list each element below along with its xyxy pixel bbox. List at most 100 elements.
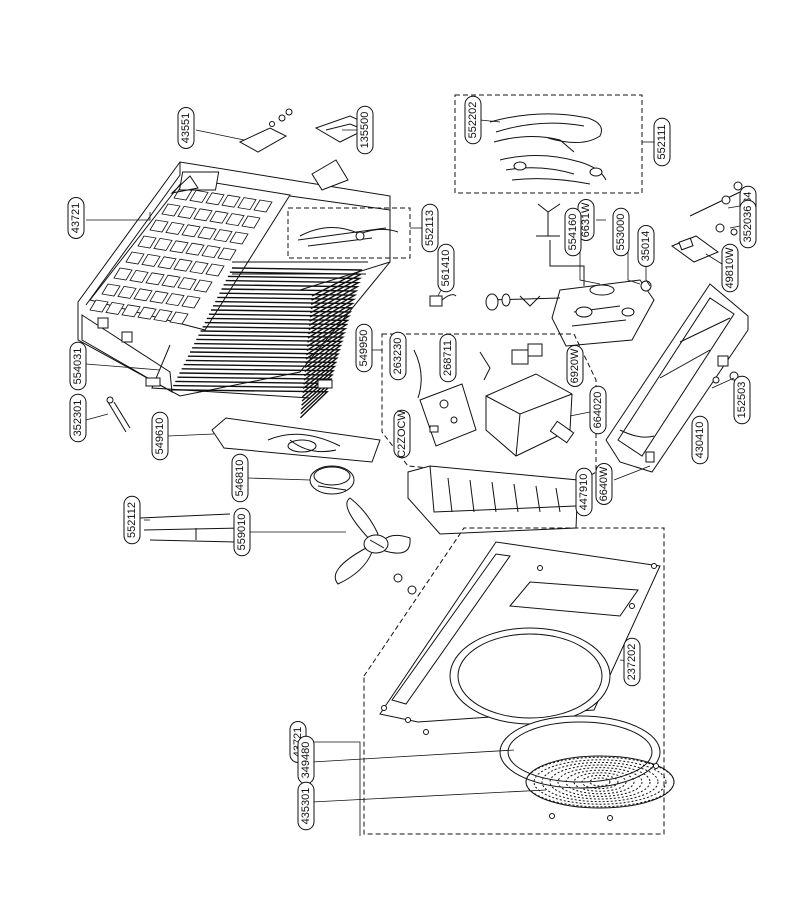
callout-pill: [575, 467, 593, 517]
callout-pill: [439, 333, 457, 383]
callout-pill: [421, 203, 439, 253]
part-callout-349480: 349480: [297, 735, 315, 785]
part-callout-430410: 430410: [691, 415, 709, 465]
part-callout-552112: 552112: [123, 495, 141, 545]
callout-label: 268711: [442, 340, 454, 376]
part-callout-237202: 237202: [623, 637, 641, 687]
callout-pill: [612, 207, 630, 257]
callout-label: 237202: [626, 644, 638, 681]
callout-label: 552111: [656, 124, 668, 159]
part-callout-263230: 263230: [389, 331, 407, 381]
callout-pill: [653, 117, 671, 167]
callout-label: 554031: [72, 348, 84, 385]
expansion-valve: [536, 203, 561, 237]
callout-pill: [233, 507, 251, 557]
callout-pill: [393, 409, 411, 459]
part-callout-561410: 561410: [437, 243, 455, 293]
callout-label: 6640W: [598, 466, 610, 501]
front-cabinet: [379, 541, 661, 725]
front-grille: [89, 177, 291, 331]
part-callout-552113: 552113: [421, 203, 439, 253]
side-bracket: [311, 159, 349, 191]
part-callout-6640: 6640W: [595, 463, 613, 505]
callout-label: 6631W: [580, 202, 592, 237]
callout-pill: [67, 197, 85, 239]
callout-label: 43551: [180, 113, 192, 144]
part-callout-152503: 152503: [733, 375, 751, 425]
callout-label: 435301: [300, 788, 312, 825]
motor-bracket: [211, 417, 381, 463]
right-side-panel: [605, 283, 749, 473]
callout-label: 349480: [300, 742, 312, 779]
callout-pill: [356, 105, 374, 155]
part-callout-549950: 549950: [355, 323, 373, 373]
callout-pill: [637, 225, 655, 267]
part-callout-554160: 554160: [564, 207, 582, 257]
callout-label: 664020: [592, 392, 604, 429]
reversing-valve-assembly: [287, 207, 411, 259]
callout-pill: [691, 415, 709, 465]
base-pan: [407, 465, 579, 535]
callout-pill: [123, 495, 141, 545]
callout-pill: [177, 107, 195, 149]
right-fittings: [670, 181, 743, 263]
part-callout-553000: 553000: [612, 207, 630, 257]
part-callout-49810: 49810W: [721, 243, 739, 293]
callout-label: 559010: [236, 514, 248, 551]
control-enclosure: [485, 373, 573, 457]
drain-pipe: [139, 513, 243, 543]
callout-pill: [564, 207, 582, 257]
callout-pill: [389, 331, 407, 381]
callout-pill: [69, 393, 87, 443]
callout-pill: [595, 463, 613, 505]
callout-label: 35014: [640, 231, 652, 262]
callout-label: 430410: [694, 422, 706, 459]
part-callout-352301: 352301: [69, 393, 87, 443]
part-callout-552111: 552111: [653, 117, 671, 167]
callout-label: 561410: [440, 250, 452, 287]
callout-label: 552202: [467, 102, 479, 139]
callout-pill: [739, 199, 757, 249]
top-bracket: [238, 108, 293, 153]
callout-pill: [355, 323, 373, 373]
wire-harness: [413, 349, 491, 399]
callout-pill: [721, 243, 739, 293]
callout-label: 49810W: [724, 247, 736, 289]
part-callout-268711: 268711: [439, 333, 457, 383]
callout-label: 552112: [126, 502, 138, 538]
four-way-valve: [551, 279, 655, 347]
fan-guard: [525, 755, 675, 809]
callout-pill: [151, 411, 169, 461]
grille-ring: [499, 715, 661, 789]
callout-label: 352301: [72, 400, 84, 437]
terminal-block: [549, 420, 575, 444]
part-callout-546810: 546810: [231, 453, 249, 503]
callout-label: 549950: [358, 330, 370, 367]
callout-label: 263230: [392, 338, 404, 375]
part-callout-549610: 549610: [151, 411, 169, 461]
callout-pill: [69, 341, 87, 391]
callout-label: 553000: [615, 214, 627, 251]
part-callout-664020: 664020: [589, 385, 607, 435]
part-callout-435301: 435301: [297, 781, 315, 831]
callout-pill: [437, 243, 455, 293]
part-callout-559010: 559010: [233, 507, 251, 557]
callout-pill: [231, 453, 249, 503]
callout-label: 352036: [742, 206, 754, 243]
clip-tool: [106, 396, 131, 433]
callout-label: 546810: [234, 460, 246, 497]
service-valve-group: [485, 293, 561, 311]
part-callout-554031: 554031: [69, 341, 87, 391]
callout-pill: [623, 637, 641, 687]
fan-propeller: [334, 497, 417, 595]
callout-label: 43721: [70, 203, 82, 234]
callout-label: 6920W: [569, 348, 581, 383]
part-callout-43721a: 43721: [67, 197, 85, 239]
part-callout-447910: 447910: [575, 467, 593, 517]
callout-pill: [297, 781, 315, 831]
callout-pill: [733, 375, 751, 425]
pcb-board: [419, 383, 477, 447]
fan-motor: [309, 465, 355, 495]
